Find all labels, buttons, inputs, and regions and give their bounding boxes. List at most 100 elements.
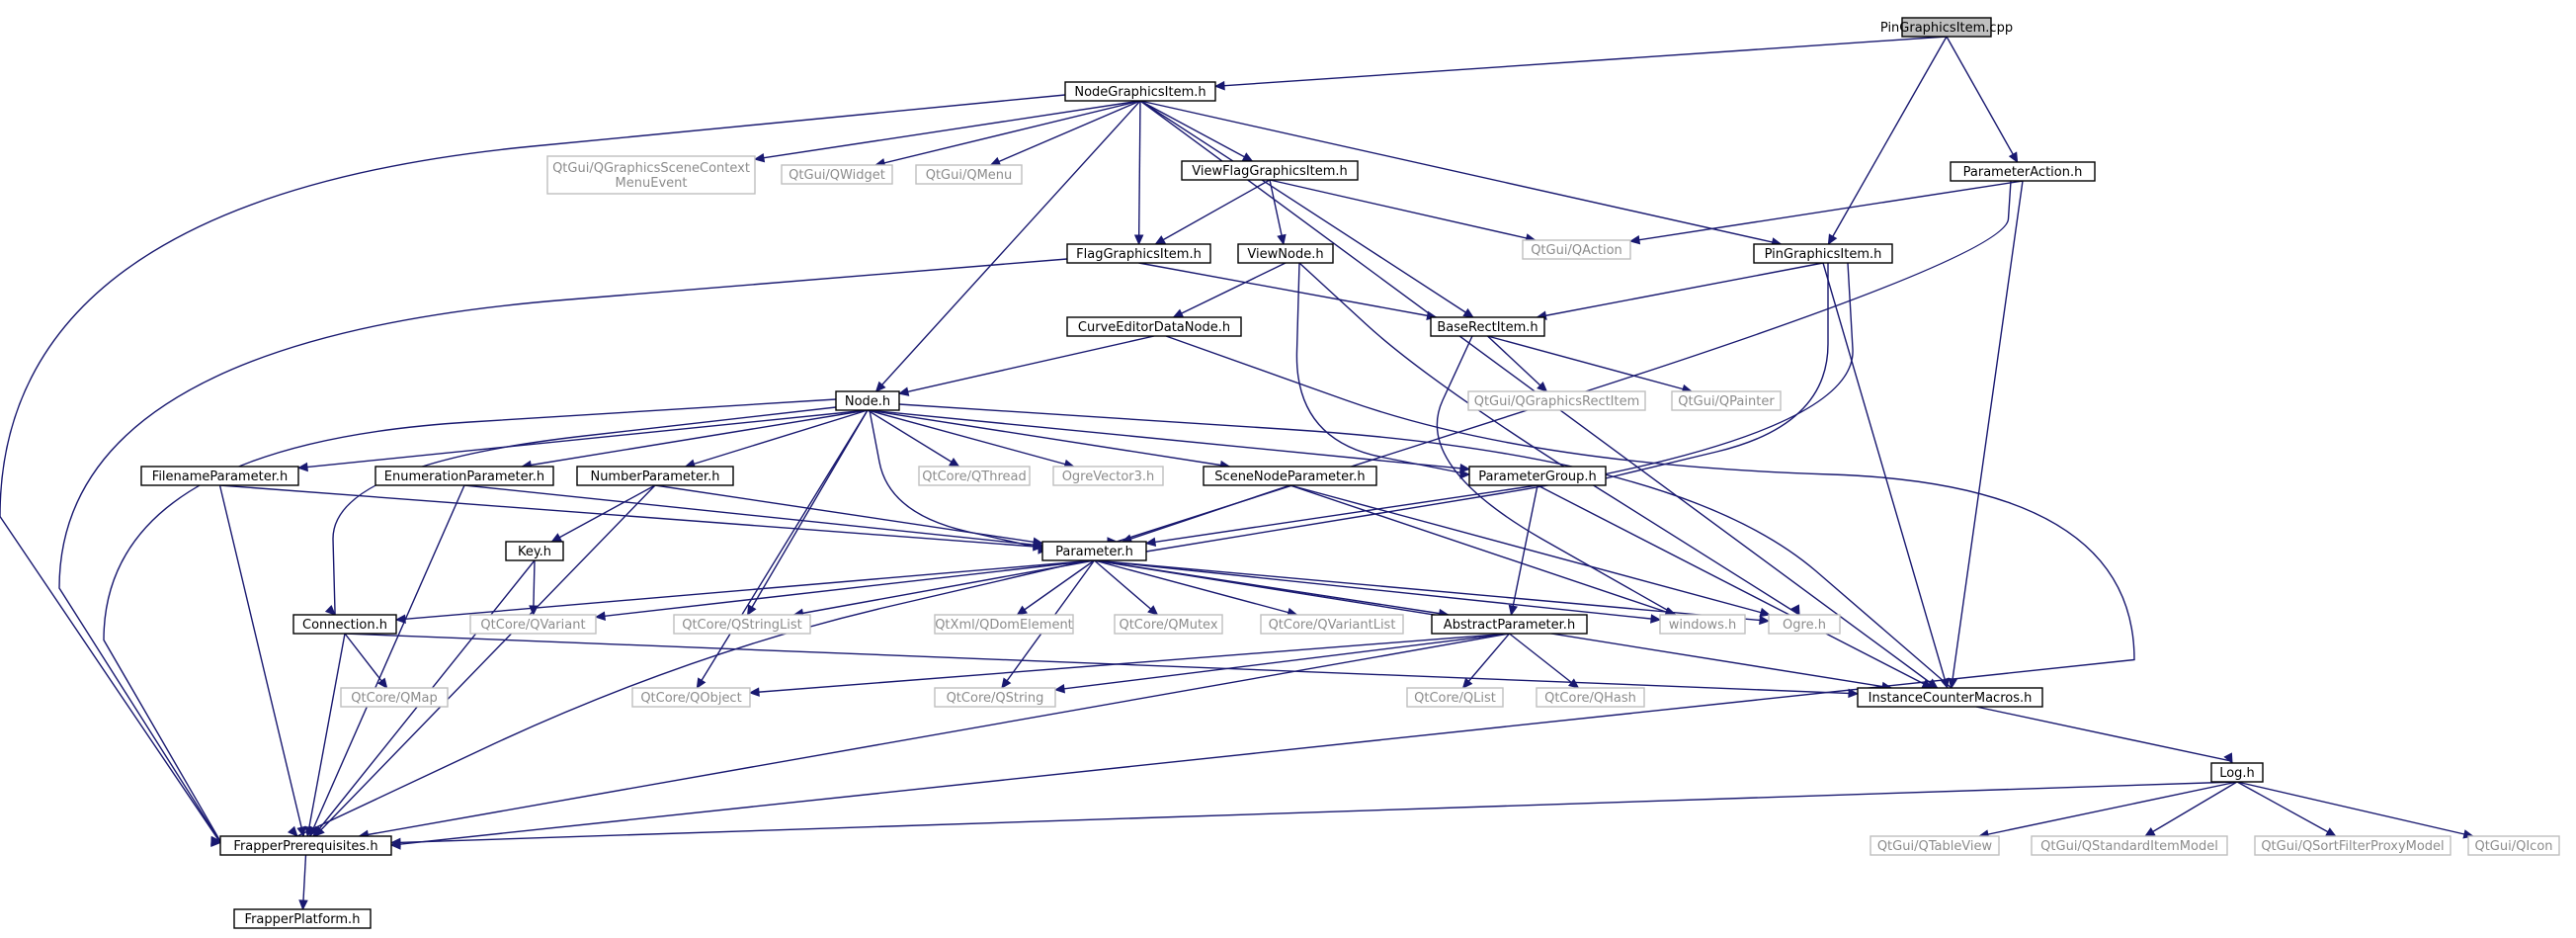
arrowhead-pgroup [1459, 464, 1471, 473]
node-key[interactable]: Key.h [505, 541, 564, 561]
edge-log-to-qtable [1978, 781, 2238, 837]
node-conn[interactable]: Connection.h [292, 614, 397, 635]
edge-ngi-to-bri [1139, 100, 1474, 318]
node-paction[interactable]: ParameterAction.h [1950, 161, 2096, 182]
node-box[interactable] [1431, 614, 1588, 635]
edge-node-to-ogrev3 [867, 409, 1074, 468]
node-enump[interactable]: EnumerationParameter.h [374, 466, 554, 486]
arrowhead-log [2223, 752, 2233, 765]
arrowhead-qstrlist [746, 604, 757, 617]
node-param[interactable]: Parameter.h [1041, 541, 1147, 561]
node-box[interactable] [219, 835, 392, 856]
arrowhead-bri [1462, 307, 1474, 318]
node-box[interactable] [1950, 161, 2096, 182]
edge-node-to-qthread [867, 409, 959, 468]
node-qaction: QtGui/QAction [1522, 239, 1631, 260]
node-viewnode[interactable]: ViewNode.h [1237, 243, 1334, 264]
node-cedn[interactable]: CurveEditorDataNode.h [1066, 316, 1242, 337]
edge-conn-to-qmap [344, 633, 388, 689]
node-pgi_h[interactable]: PinGraphicsItem.h [1753, 243, 1893, 264]
node-pgroup[interactable]: ParameterGroup.h [1468, 466, 1607, 486]
node-box [1671, 390, 1782, 411]
node-log[interactable]: Log.h [2210, 762, 2264, 783]
edge-filep-to-fprereq [218, 484, 304, 837]
node-box [1052, 466, 1164, 486]
node-box[interactable] [374, 466, 554, 486]
node-box[interactable] [1857, 687, 2043, 708]
edge-paction-to-param [1116, 180, 2012, 543]
node-box[interactable] [2210, 762, 2264, 783]
node-label: Key.h [518, 545, 551, 559]
edge-ngi-to-node [875, 100, 1141, 392]
node-label: QtGui/QTableView [1877, 839, 1993, 854]
node-box [1522, 239, 1631, 260]
node-fplatform[interactable]: FrapperPlatform.h [233, 908, 372, 929]
node-nump[interactable]: NumberParameter.h [576, 466, 734, 486]
node-box[interactable] [1041, 541, 1147, 561]
node-node[interactable]: Node.h [835, 390, 900, 411]
node-box[interactable] [576, 466, 734, 486]
node-qtable: QtGui/QTableView [1870, 835, 2000, 856]
node-box[interactable] [505, 541, 564, 561]
arrowhead-qsim [2143, 827, 2156, 837]
node-box[interactable] [1753, 243, 1893, 264]
node-filep[interactable]: FilenameParameter.h [140, 466, 299, 486]
node-box[interactable] [1066, 316, 1242, 337]
node-qmutex: QtCore/QMutex [1114, 614, 1223, 635]
node-absp[interactable]: AbstractParameter.h [1431, 614, 1588, 635]
node-label: QtCore/QMutex [1119, 618, 1217, 633]
node-box [915, 164, 1023, 185]
node-qobject: QtCore/QObject [631, 687, 751, 708]
node-box[interactable] [1430, 316, 1545, 337]
node-box[interactable] [1064, 81, 1216, 102]
node-qwidget: QtGui/QWidget [781, 164, 893, 185]
node-box[interactable] [835, 390, 900, 411]
edge-param-to-qstrlist [793, 559, 1095, 616]
arrowhead-qhash [1568, 678, 1580, 689]
node-label: CurveEditorDataNode.h [1078, 320, 1230, 335]
node-label: ParameterGroup.h [1478, 469, 1597, 484]
edge-bri-to-qpainter [1487, 335, 1693, 392]
arrowhead-conn [324, 604, 336, 616]
node-qpainter: QtGui/QPainter [1671, 390, 1782, 411]
edge-bri-to-windows [1436, 335, 1677, 616]
node-qvariant: QtCore/QVariant [469, 614, 597, 635]
edge-vfgi-to-qaction [1269, 179, 1536, 241]
arrowhead-qgri [1537, 382, 1548, 392]
node-box[interactable] [140, 466, 299, 486]
node-label: QtGui/QStandardItemModel [2040, 839, 2218, 854]
edge-node-to-pgroup [867, 409, 1470, 470]
node-fprereq[interactable]: FrapperPrerequisites.h [219, 835, 392, 856]
node-icm[interactable]: InstanceCounterMacros.h [1857, 687, 2043, 708]
node-vfgi[interactable]: ViewFlagGraphicsItem.h [1181, 160, 1359, 181]
edge-absp-to-qhash [1509, 633, 1579, 689]
node-bri[interactable]: BaseRectItem.h [1430, 316, 1545, 337]
node-box[interactable] [233, 908, 372, 929]
arrowhead-pgi_h [1827, 233, 1838, 246]
node-box[interactable] [1237, 243, 1334, 264]
edge-node-to-filep [297, 409, 869, 469]
node-ngi[interactable]: NodeGraphicsItem.h [1064, 81, 1216, 102]
node-box[interactable] [292, 614, 397, 635]
edge-conn-to-icm [344, 633, 1859, 695]
node-box[interactable] [1181, 160, 1359, 181]
arrowhead-qaction [1628, 234, 1641, 245]
node-qmap: QtCore/QMap [340, 687, 449, 708]
edge-absp-to-qstring [1054, 633, 1510, 691]
node-box[interactable] [1066, 243, 1211, 264]
node-label: Ogre.h [1783, 618, 1826, 633]
node-box[interactable] [1901, 17, 1992, 38]
edge-pgroup-to-icm [1537, 484, 1933, 689]
node-box[interactable] [1203, 466, 1377, 486]
node-box [1768, 614, 1841, 635]
edge-pgi_h-to-pgroup [1605, 262, 1829, 479]
node-pgi_cpp[interactable]: PinGraphicsItem.cpp [1880, 17, 2013, 38]
arrowhead-fprereq [389, 837, 401, 848]
node-fgi[interactable]: FlagGraphicsItem.h [1066, 243, 1211, 264]
node-label: FilenameParameter.h [152, 469, 288, 484]
node-snp[interactable]: SceneNodeParameter.h [1203, 466, 1377, 486]
arrowhead-ogre [1759, 607, 1771, 618]
node-box[interactable] [1468, 466, 1607, 486]
node-label: Log.h [2219, 766, 2255, 781]
node-label: FrapperPrerequisites.h [233, 839, 377, 854]
